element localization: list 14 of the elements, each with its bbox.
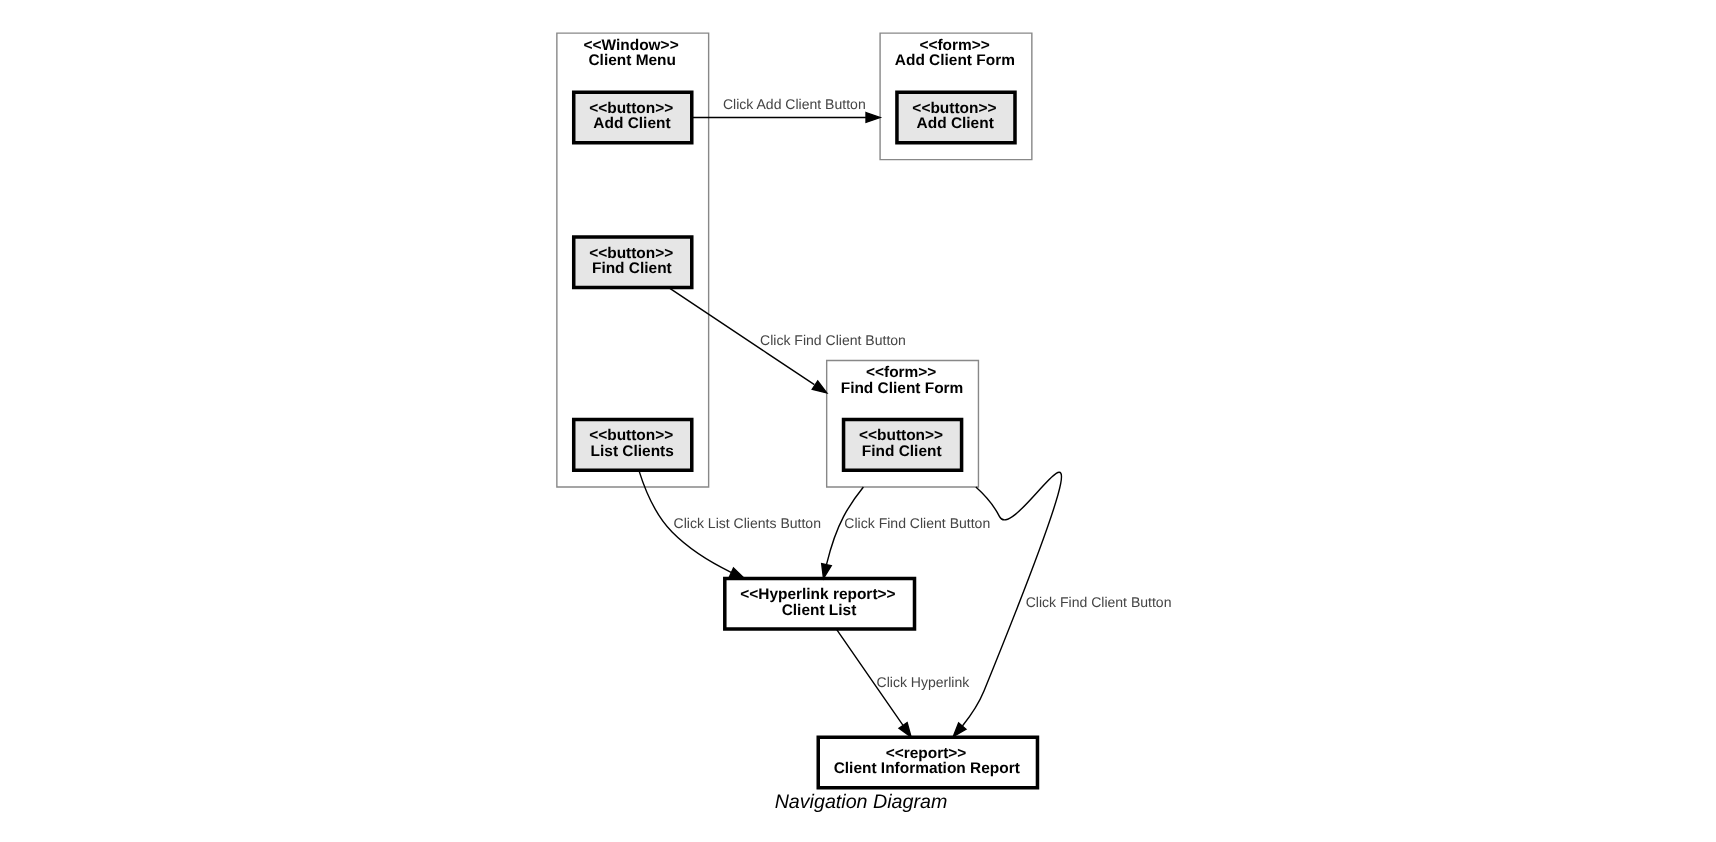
node-box: <<button>> Find Client [570,235,693,290]
arrow [667,287,828,395]
arrow [834,628,912,739]
arrow [690,111,882,124]
node-box: <<report>> Client Information Report [815,735,1039,790]
arrow [950,472,1061,739]
node-box: <<button>> Add Client [894,90,1016,145]
arrow [637,469,746,580]
caption: Navigation Diagram [773,791,947,814]
node-box: <<button>> List Clients [570,417,693,472]
node-box: <<button>> Add Client [570,90,693,145]
arrow [819,486,864,581]
node-box: <<button>> Find Client [840,417,963,472]
node-box: <<Hyperlink report>> Client List [722,576,916,631]
